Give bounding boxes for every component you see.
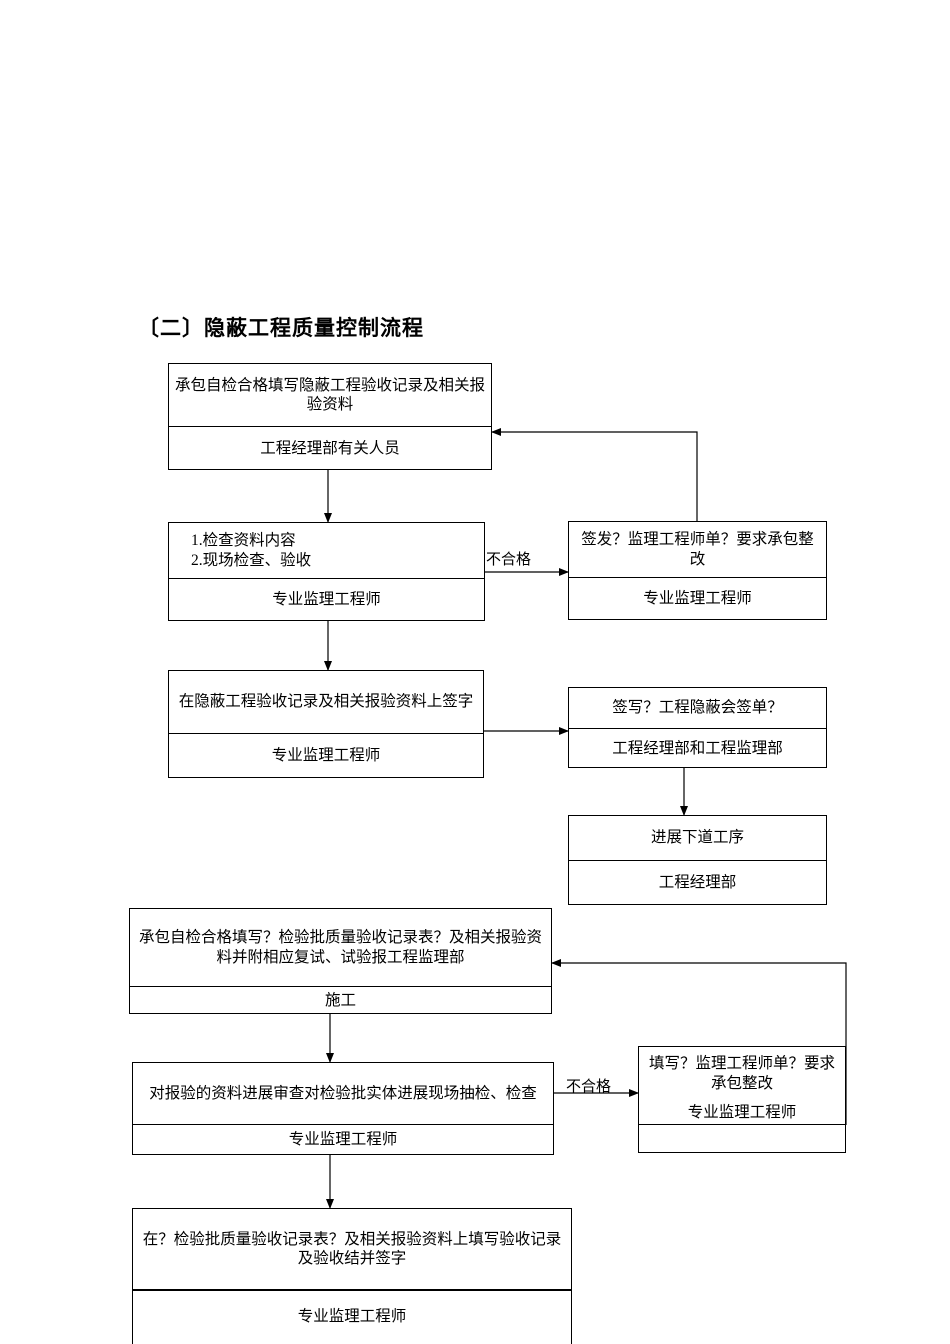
node-box-7-bottom: 施工 (324, 991, 356, 1009)
node-box-5-bottom: 工程经理部和工程监理部 (612, 739, 783, 757)
node-box-10-bottom: 专业监理工程师 (297, 1308, 407, 1326)
node-box-4[interactable]: 在隐蔽工程验收记录及相关报验资料上签字 专业监理工程师 (168, 670, 484, 778)
node-box-10-top: 在？检验批质量验收记录表？及相关报验资料上填写验收记录及验收结并签字 (142, 1230, 562, 1267)
edge-label-reject-2: 不合格 (566, 1079, 612, 1095)
node-box-6-bottom: 工程经理部 (658, 874, 737, 892)
node-box-9[interactable]: 填写？监理工程师单？要求承包整改 专业监理工程师 (638, 1046, 846, 1125)
node-box-2-top: 1.检查资料内容 2.现场检查、验收 (169, 523, 484, 579)
node-box-8-bottom: 专业监理工程师 (288, 1131, 398, 1149)
node-box-7-top: 承包自检合格填写？检验批质量验收记录表？及相关报验资料并附相应复试、试验报工程监… (130, 909, 551, 987)
node-box-10-bottom-wrap: 专业监理工程师 (132, 1290, 572, 1344)
node-box-9-footer (638, 1125, 846, 1153)
edge-label-reject-1: 不合格 (486, 552, 532, 568)
node-box-3[interactable]: 签发？监理工程师单？要求承包整改 专业监理工程师 (568, 521, 827, 620)
node-box-9-top: 填写？监理工程师单？要求承包整改 (648, 1055, 835, 1092)
node-box-6-top: 进展下道工序 (569, 816, 826, 861)
node-box-10[interactable]: 在？检验批质量验收记录表？及相关报验资料上填写验收记录及验收结并签字 (132, 1208, 572, 1290)
page-title: 〔二〕隐蔽工程质量控制流程 (138, 316, 424, 340)
node-box-9-bottom: 专业监理工程师 (687, 1103, 797, 1121)
node-box-6[interactable]: 进展下道工序 工程经理部 (568, 815, 827, 905)
node-box-1-top: 承包自检合格填写隐蔽工程验收记录及相关报验资料 (169, 364, 491, 427)
node-box-3-top: 签发？监理工程师单？要求承包整改 (569, 522, 826, 578)
node-box-1-bottom: 工程经理部有关人员 (260, 439, 400, 457)
node-box-4-bottom: 专业监理工程师 (271, 747, 381, 765)
node-box-7[interactable]: 承包自检合格填写？检验批质量验收记录表？及相关报验资料并附相应复试、试验报工程监… (129, 908, 552, 1014)
node-box-8[interactable]: 对报验的资料进展审查对检验批实体进展现场抽检、检查 专业监理工程师 (132, 1062, 554, 1155)
node-box-1[interactable]: 承包自检合格填写隐蔽工程验收记录及相关报验资料 工程经理部有关人员 (168, 363, 492, 470)
node-box-2-item-2: 2.现场检查、验收 (191, 551, 312, 569)
node-box-5-top: 签写？工程隐蔽会签单？ (569, 688, 826, 729)
node-box-2-item-1: 1.检查资料内容 (191, 532, 296, 550)
node-box-2[interactable]: 1.检查资料内容 2.现场检查、验收 专业监理工程师 (168, 522, 485, 621)
node-box-3-bottom: 专业监理工程师 (643, 590, 752, 608)
node-box-2-bottom: 专业监理工程师 (272, 591, 381, 609)
node-box-4-top: 在隐蔽工程验收记录及相关报验资料上签字 (169, 671, 483, 734)
node-box-5[interactable]: 签写？工程隐蔽会签单？ 工程经理部和工程监理部 (568, 687, 827, 768)
node-box-8-top: 对报验的资料进展审查对检验批实体进展现场抽检、检查 (133, 1063, 553, 1125)
